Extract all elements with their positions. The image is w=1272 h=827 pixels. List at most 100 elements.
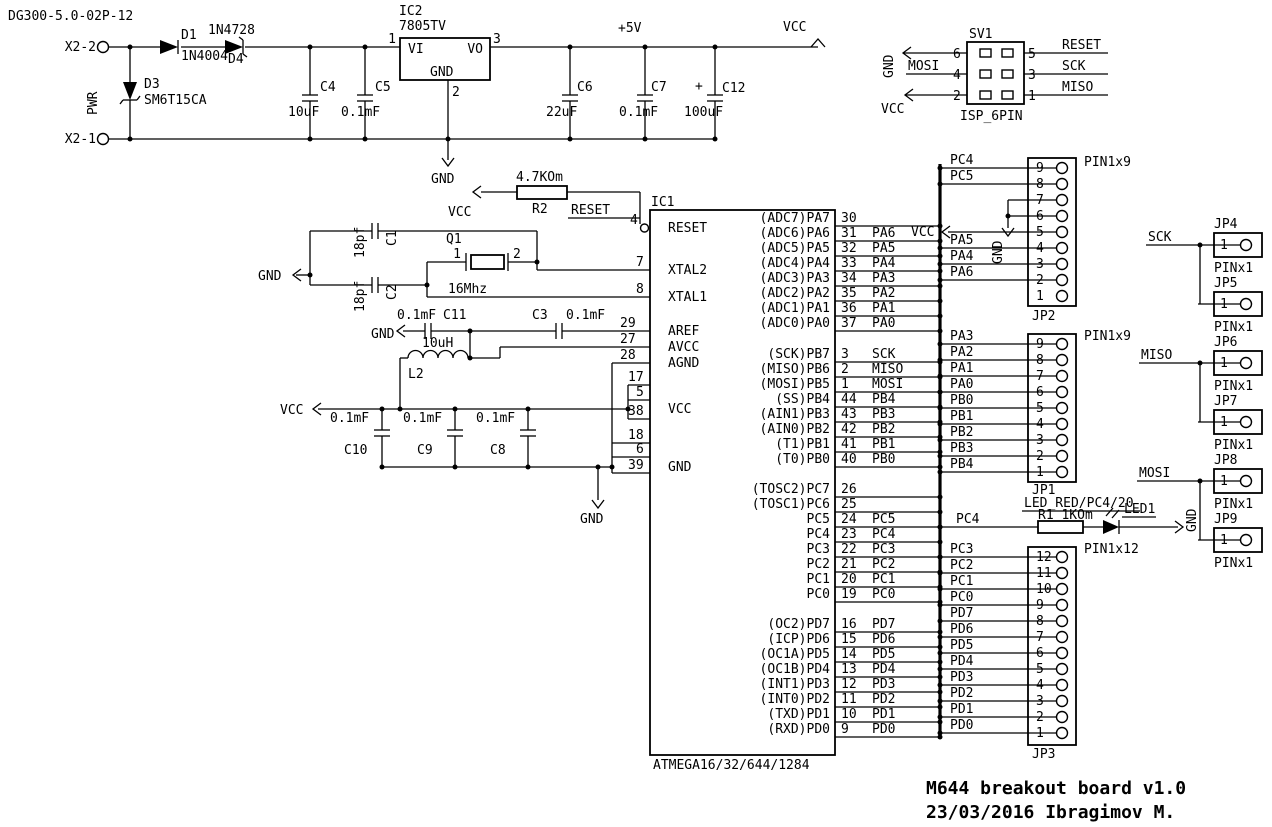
footer-title: M644 breakout board v1.0 — [926, 778, 1186, 799]
jp2-ref: JP2 — [1032, 309, 1055, 324]
net-label: PC4 — [956, 512, 980, 527]
pin-circle — [1239, 356, 1253, 370]
pin-name: (T0)PB0 — [775, 452, 830, 467]
vcc-arrow-icon — [810, 38, 826, 48]
header-pin-row: PD6 7 — [937, 622, 1069, 645]
d3-value: SM6T15CA — [144, 93, 207, 108]
r2-ref: R2 — [532, 202, 548, 217]
pin-circle — [1055, 726, 1069, 740]
c11-ref: C11 — [443, 308, 466, 323]
net-label: PA5 — [950, 233, 973, 248]
net-label: PA4 — [872, 256, 896, 271]
pin-number: 28 — [620, 348, 636, 363]
pin-number: 9 — [1036, 337, 1044, 352]
ic1-pin-row: (ADC2)PA2 35 PA2 — [760, 286, 943, 304]
net-label: PD1 — [872, 707, 895, 722]
sv1-pin4-number: 4 — [953, 68, 961, 83]
c10-capacitor: 0.1mF C10 — [330, 409, 390, 467]
jp3-type: PIN1x12 — [1084, 542, 1139, 557]
ic1-pin-row: (TXD)PD1 10 PD1 — [767, 707, 943, 725]
net-label: PA0 — [950, 377, 973, 392]
pin-number: 9 — [841, 722, 849, 737]
jp3-ref: JP3 — [1032, 747, 1055, 762]
pin-name: (TXD)PD1 — [767, 707, 830, 722]
ic1-left-pin-labels: RESET XTAL2 XTAL1 AREF AVCC AGND VCC GND… — [620, 213, 707, 475]
ic1-part-number: ATMEGA16/32/644/1284 — [653, 758, 810, 773]
pin-name: (RXD)PD0 — [767, 722, 830, 737]
jack-ref: JP7 — [1214, 394, 1237, 409]
c8-ref: C8 — [490, 443, 506, 458]
sv1-pin5-number: 5 — [1028, 47, 1036, 62]
pin-circle — [1055, 209, 1069, 223]
pin-name: (MISO)PB6 — [760, 362, 830, 377]
c2-value: 18pf — [353, 281, 368, 312]
pin-circle — [1055, 465, 1069, 479]
junction-dots — [127, 44, 718, 142]
header-pin-row: PB4 1 — [937, 457, 1069, 480]
jp3-body — [1027, 546, 1077, 746]
c4-value: 10uF — [288, 105, 319, 120]
jp2-gnd-label: GND — [991, 240, 1006, 264]
power-section: X2-2 X2-1 PWR D1 1N4004 1N4728 D4 D3 SM6… — [65, 4, 826, 187]
ic1-pin-row: (ADC6)PA6 31 PA6 — [760, 226, 943, 244]
reset-inverter-bubble — [639, 223, 650, 233]
pin-number: 1 — [1036, 726, 1044, 741]
decoupling-vcc-label: VCC — [280, 403, 303, 418]
pin-circle — [1239, 474, 1253, 488]
net-label: PD3 — [950, 670, 973, 685]
pin-name: (TOSC2)PC7 — [752, 482, 830, 497]
jp3-header: PIN1x12 JP3 PC3 12 PC2 11 PC1 10 — [937, 542, 1139, 762]
c6-capacitor: C6 22uF — [546, 47, 593, 139]
pin-number: 11 — [1036, 566, 1052, 581]
pin-number: 6 — [1036, 646, 1044, 661]
net-label: PD1 — [950, 702, 973, 717]
pin-circle — [1055, 662, 1069, 676]
vcc-arrow-icon — [471, 185, 482, 199]
net-label: PB0 — [872, 452, 895, 467]
net-label: PA3 — [872, 271, 895, 286]
pin-label-avcc: AVCC — [668, 340, 699, 355]
pin-number: 1 — [841, 377, 849, 392]
header-pin-row: PD1 2 — [937, 702, 1069, 725]
header-pin-row: PA0 6 — [937, 377, 1069, 400]
pin-circle — [1055, 273, 1069, 287]
x2-2-terminal — [96, 40, 110, 54]
pin-number: 1 — [1220, 238, 1228, 253]
gnd-arrow-icon — [395, 324, 406, 338]
decoupling-gnd-label: GND — [580, 512, 604, 527]
pin-name: PC1 — [807, 572, 830, 587]
pin-number: 34 — [841, 271, 857, 286]
pin-number: 11 — [841, 692, 857, 707]
net-label: PC0 — [872, 587, 895, 602]
pin-number: 24 — [841, 512, 857, 527]
c8-capacitor: 0.1mF C8 — [476, 409, 536, 467]
header-pin-row: PC0 9 — [937, 590, 1069, 613]
ic2-pin1-number: 1 — [388, 32, 396, 47]
net-label: PA0 — [872, 316, 895, 331]
ic1-pin-row: (OC1A)PD5 14 PD5 — [760, 647, 943, 665]
pin-number: 8 — [1036, 353, 1044, 368]
pin-number: 33 — [841, 256, 857, 271]
pin-label-xtal1: XTAL1 — [668, 290, 707, 305]
pin-number: 12 — [1036, 550, 1052, 565]
pin-name: PC4 — [807, 527, 831, 542]
ic1-pin-row: (ADC3)PA3 34 PA3 — [760, 271, 943, 289]
led-net-name: LED_RED/PC4/20 — [1024, 496, 1134, 511]
pin-circle — [1055, 433, 1069, 447]
net-label: PC1 — [950, 574, 973, 589]
ic1-mcu: IC1 ATMEGA16/32/644/1284 RESET XTAL2 XTA… — [620, 195, 943, 773]
r2-resistor — [516, 185, 568, 200]
net-label: PB2 — [872, 422, 895, 437]
net-label: PB1 — [872, 437, 895, 452]
header-pin-row: PA3 9 — [937, 329, 1069, 352]
pin-circle — [1055, 710, 1069, 724]
pin-circle — [1055, 417, 1069, 431]
ic1-pin-row: (ICP)PD6 15 PD6 — [767, 632, 943, 650]
d4-value: 1N4728 — [208, 23, 255, 38]
pin-circle — [1055, 177, 1069, 191]
jp2-type: PIN1x9 — [1084, 155, 1131, 170]
net-label: PD0 — [872, 722, 895, 737]
pin-number: 10 — [1036, 582, 1052, 597]
ic2-gnd-label: GND — [431, 172, 455, 187]
pin-name: (ADC2)PA2 — [760, 286, 830, 301]
